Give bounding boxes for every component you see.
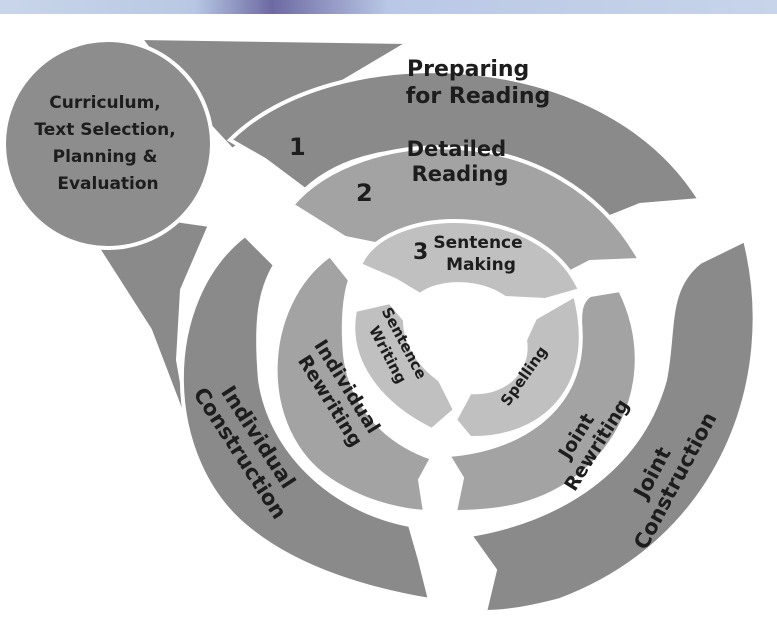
preparing-label-line-1: Preparing [407, 57, 529, 82]
segment-sentence-making [357, 219, 583, 303]
hub-label: Curriculum, Text Selection, Planning & E… [34, 93, 181, 194]
sentence-making-line-1: Sentence [433, 233, 522, 253]
sentence-making-line-2: Making [446, 255, 516, 275]
detailed-label: Detailed Reading [407, 137, 514, 186]
hub-label-line-4: Evaluation [57, 174, 158, 194]
hub-label-line-3: Planning & [53, 147, 158, 167]
hub-label-line-1: Curriculum, [49, 93, 160, 113]
segment-spelling [452, 291, 583, 441]
detailed-label-line-2: Reading [412, 162, 509, 186]
header-band [0, 0, 777, 14]
connector-bottom [65, 202, 213, 441]
stage-number-3: 3 [413, 240, 428, 265]
segment-sentence-writing [351, 299, 458, 433]
sentence-making-label: Sentence Making [433, 233, 528, 275]
stage-number-1: 1 [289, 133, 306, 161]
segment-individual-construction [179, 232, 433, 603]
segment-individual-rewriting [273, 252, 435, 515]
stage-number-2: 2 [356, 179, 373, 207]
preparing-label: Preparing for Reading [406, 57, 551, 109]
segment-joint-construction [466, 237, 757, 615]
detailed-label-line-1: Detailed [407, 137, 507, 161]
hub-circle [2, 38, 214, 250]
preparing-label-line-2: for Reading [406, 84, 551, 109]
hub-label-line-2: Text Selection, [34, 120, 175, 140]
